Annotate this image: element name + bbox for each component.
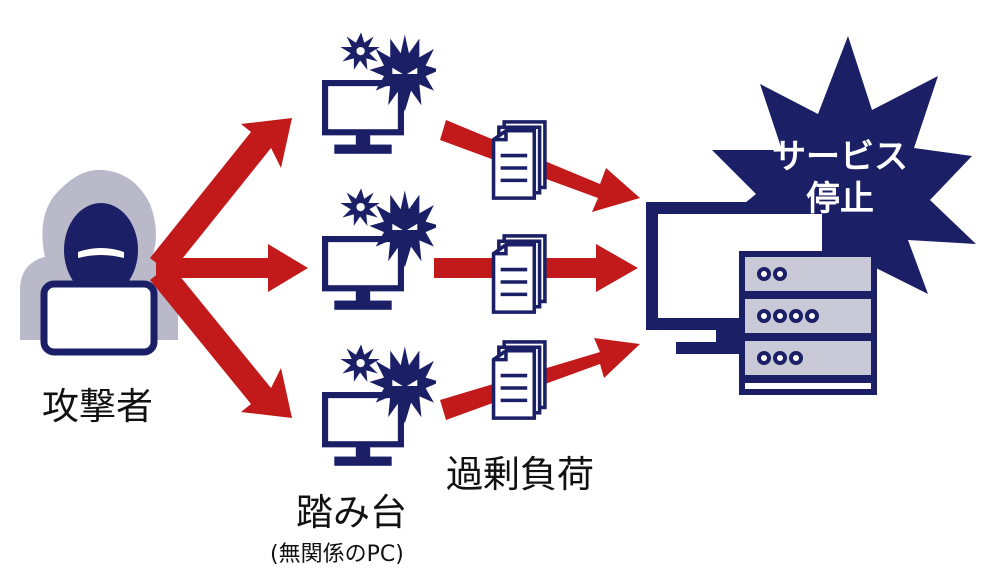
stepping-stone-note: (無関係のPC) bbox=[270, 542, 404, 567]
hooded-hacker-icon bbox=[20, 169, 178, 356]
stepping-stone-pc-2 bbox=[325, 188, 436, 309]
document-stack-icon-1 bbox=[491, 120, 547, 200]
attacker-label: 攻撃者 bbox=[42, 385, 153, 428]
stepping-stone-label: 踏み台 bbox=[296, 491, 407, 534]
attack-arrows bbox=[150, 118, 308, 418]
service-stop-line-2: 停止 bbox=[806, 179, 874, 219]
document-stack-icon-3 bbox=[491, 340, 547, 420]
stepping-stone-pc-1 bbox=[325, 32, 436, 153]
service-stop-label: サービス 停止 bbox=[740, 136, 940, 220]
stepping-stone-pc-3 bbox=[325, 344, 436, 465]
document-stack-icon-2 bbox=[491, 234, 547, 314]
server-rack-icon bbox=[646, 202, 877, 395]
service-stop-line-1: サービス bbox=[772, 137, 908, 177]
overload-label: 過剰負荷 bbox=[446, 453, 594, 496]
